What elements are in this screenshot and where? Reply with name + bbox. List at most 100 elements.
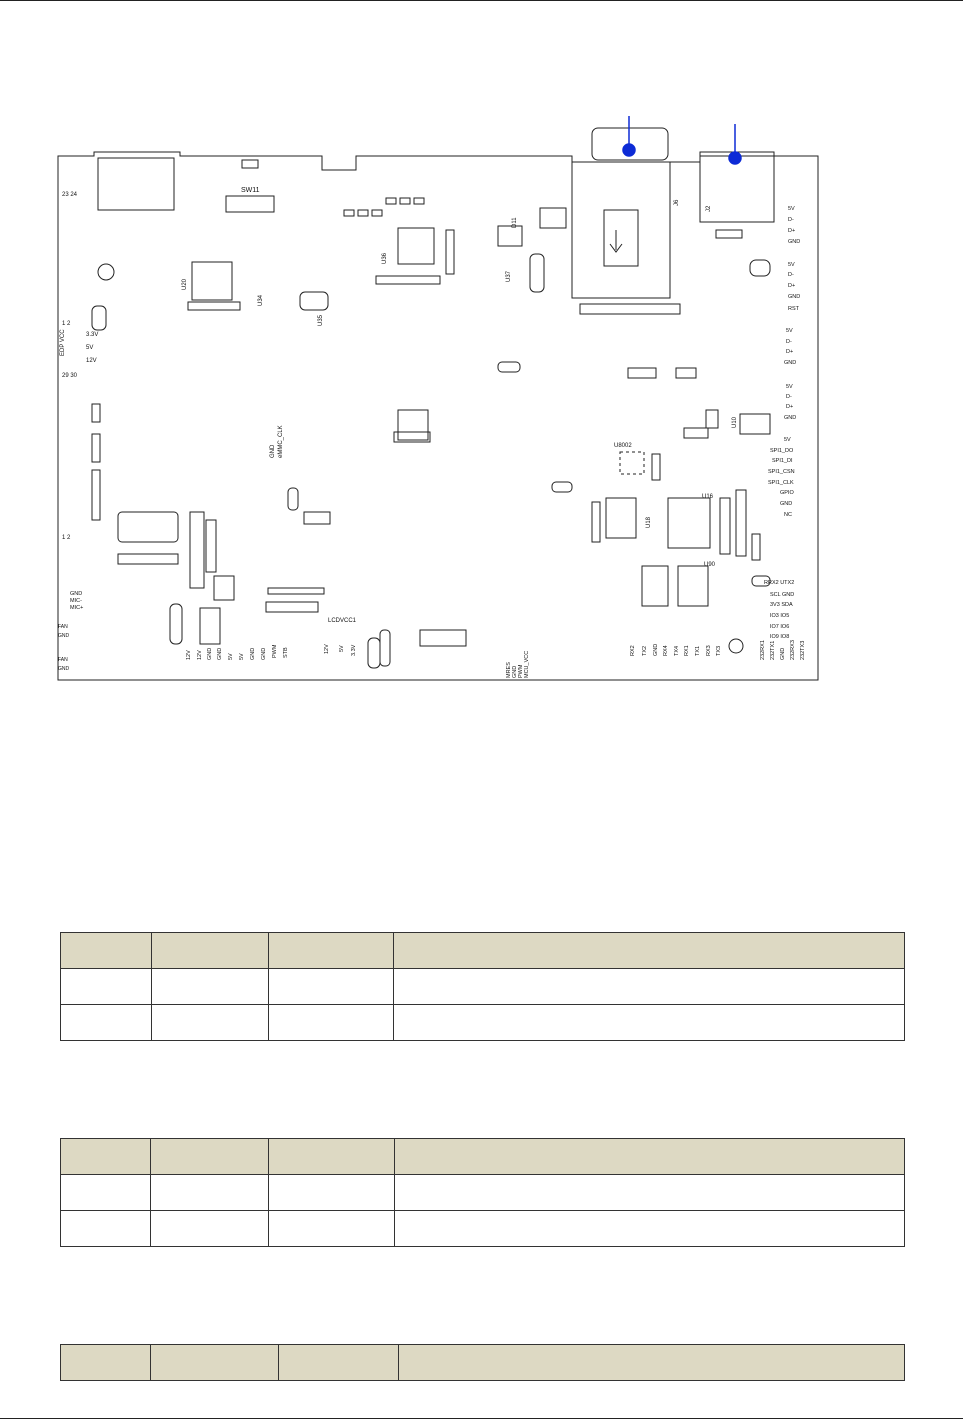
table-cell [394, 1210, 905, 1247]
right-spi-pins: 5V SPI1_DO SPI1_DI SPI1_CSN SPI1_CLK GPI… [768, 437, 796, 518]
j6-callout-marker [622, 143, 636, 157]
bottom-uart-1: TX2 [642, 646, 648, 656]
bottom-power-7: GND [261, 648, 267, 660]
bottom-power-6: GND [250, 648, 256, 660]
d11-label: D11 [512, 217, 518, 228]
u20-label: U20 [182, 278, 188, 290]
table-cell [150, 1210, 269, 1247]
u16-chip [667, 497, 711, 549]
table-header-cell [268, 932, 394, 969]
u35-label: U35 [318, 314, 324, 326]
bottom-232-3: 232RX3 [790, 640, 796, 660]
bottom-lcd-3: 5V [339, 645, 345, 652]
v33-label: 3.3V [86, 332, 98, 338]
bottom-power-1: 12V [197, 650, 203, 660]
table-header-cell [150, 1344, 279, 1381]
sw11-switch [225, 195, 275, 213]
bottom-power-3: GND [217, 648, 223, 660]
pin-1-2-b-label: 1 2 [62, 535, 71, 541]
table-cell [393, 968, 905, 1005]
table-cell [394, 1174, 905, 1211]
edp-vcc-label: EDP VCC [60, 329, 66, 356]
table-header-cell [60, 1344, 151, 1381]
bottom-232-2: GND [780, 648, 786, 660]
table-header-row [60, 1344, 905, 1381]
right-usb2-pins: 5V D- D+ GND RST [788, 262, 802, 312]
table-cell [60, 1174, 151, 1211]
bottom-lcd-2: 12V [324, 644, 330, 654]
table-header-cell [268, 1138, 395, 1175]
u10-label: U10 [732, 416, 738, 428]
spec-table-2 [60, 1138, 905, 1247]
table-header-row [60, 932, 905, 969]
u16-label: U16 [702, 494, 714, 500]
table-cell [268, 968, 394, 1005]
right-io-pins: RRX2 UTX2 SCL GND 3V3 SDA IO3 IO5 IO7 IO… [764, 580, 796, 640]
u18-chip [605, 497, 637, 539]
pin-1-2-a-label: 1 2 [62, 321, 71, 327]
bottom-232-0: 232RX1 [760, 640, 766, 660]
bottom-uart-7: RX3 [706, 645, 712, 656]
bottom-power-5: 5V [239, 653, 245, 660]
table-cell [268, 1004, 394, 1041]
table-cell [151, 968, 269, 1005]
right-usb4-pins: 5V D- D+ GND [784, 384, 796, 421]
table-header-cell [278, 1344, 399, 1381]
bottom-lcd-0: PWM [272, 644, 278, 658]
bottom-uart-0: RX2 [630, 645, 636, 656]
v5-label: 5V [86, 345, 93, 351]
header-rule [0, 0, 963, 1]
bottom-uart-3: RX4 [663, 645, 669, 656]
u36-label: U36 [382, 252, 388, 264]
right-usb1-pins: 5V D- D+ GND [788, 206, 800, 245]
table-header-cell [398, 1344, 905, 1381]
edge-connector [97, 157, 175, 211]
bottom-uart-5: RX1 [684, 645, 690, 656]
sw11-label: SW11 [241, 187, 260, 194]
table-header-cell [151, 932, 269, 969]
table-row [60, 1174, 905, 1211]
spec-table-1 [60, 932, 905, 1041]
j6-connector [571, 161, 671, 299]
bottom-lcd-1: STB [283, 647, 289, 658]
pin-23-24-label: 23 24 [62, 192, 78, 198]
u37-label: U37 [506, 270, 512, 282]
table-row [60, 968, 905, 1005]
bottom-uart-6: TX1 [695, 646, 701, 656]
bottom-lcd-4: 3.3V [351, 644, 357, 656]
left-audio-pins: GND MIC- MIC+ [70, 591, 84, 611]
table-row [60, 1210, 905, 1247]
table-cell [268, 1174, 395, 1211]
table-header-cell [394, 1138, 905, 1175]
table-cell [151, 1004, 269, 1041]
j2-callout-marker [728, 151, 742, 165]
u18-label: U18 [646, 516, 652, 528]
pcb-board-diagram: SW11 U36 U20 U34 U35 U37 D11 J6 J2 U10 U… [57, 116, 819, 681]
bottom-uart-2: GND [653, 644, 659, 656]
bottom-uart-4: TX4 [674, 646, 680, 656]
j2-label: J2 [706, 205, 712, 212]
u20-chip [191, 261, 233, 301]
spec-table-3 [60, 1344, 905, 1381]
u8002-label: U8002 [614, 443, 632, 449]
v12-label: 12V [86, 358, 97, 364]
left-fan-pins: FAN GND FAN GND [58, 624, 71, 672]
bottom-misc-3: MCU_VCC [524, 651, 530, 678]
table-header-cell [60, 1138, 151, 1175]
bottom-misc-1: GND [512, 666, 518, 678]
j6-label: J6 [674, 199, 680, 206]
bottom-uart-8: TX3 [716, 646, 722, 656]
table-row [60, 1004, 905, 1041]
footer-rule [0, 1418, 963, 1419]
table-header-cell [393, 932, 905, 969]
table-cell [150, 1174, 269, 1211]
table-cell [60, 1004, 152, 1041]
bottom-232-4: 232TX3 [800, 641, 806, 660]
pin-29-30-label: 29 30 [62, 373, 78, 379]
u36-chip [397, 227, 435, 265]
bottom-misc-2: PWM [518, 664, 524, 678]
table-cell [268, 1210, 395, 1247]
u34-label: U34 [258, 294, 264, 306]
table-header-row [60, 1138, 905, 1175]
board-outline [57, 151, 819, 681]
